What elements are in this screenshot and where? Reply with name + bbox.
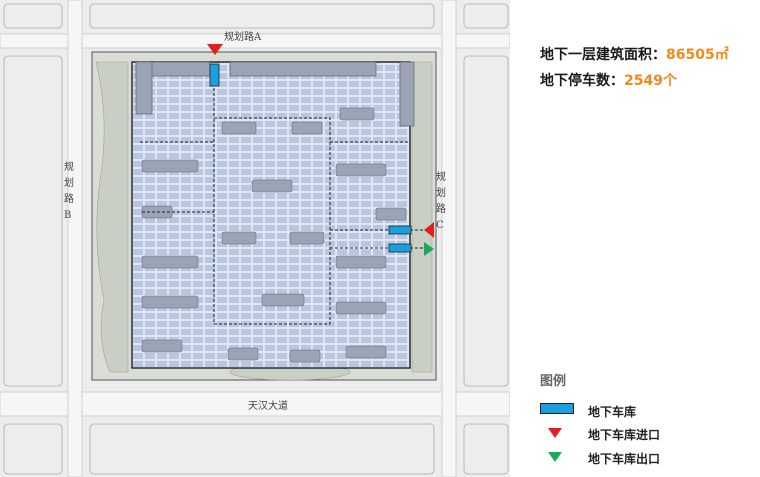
parking-count-value: 2549个 <box>624 73 677 89</box>
legend-item-garage <box>540 403 574 414</box>
legend-label-exit: 地下车库出口 <box>588 452 661 466</box>
legend-title: 图例 <box>540 374 567 389</box>
parking-count-stat: 地下停车数：2549个 <box>540 70 677 90</box>
exit-east-icon <box>424 242 434 256</box>
parking-count-label: 地下停车数： <box>540 73 624 89</box>
garage-ramp-east-1 <box>388 225 412 235</box>
svg-text:划: 划 <box>436 186 446 199</box>
legend-item-exit <box>548 451 562 463</box>
garage-swatch-icon <box>540 403 574 414</box>
road-label-left: 规 划 路 B <box>64 160 74 221</box>
svg-text:划: 划 <box>64 176 74 189</box>
svg-text:规: 规 <box>436 170 446 183</box>
road-label-bottom: 天汉大道 <box>248 399 288 412</box>
garage-ramp-north <box>209 63 220 87</box>
svg-text:路: 路 <box>436 202 446 215</box>
road-tianhan <box>0 391 510 417</box>
road-b <box>67 0 83 477</box>
svg-text:规: 规 <box>64 160 74 173</box>
legend-label-garage: 地下车库 <box>588 405 637 419</box>
floor-area-label: 地下一层建筑面积： <box>540 47 666 63</box>
garage-ramp-east-2 <box>388 243 412 253</box>
road-a <box>0 33 510 49</box>
entrance-triangle-icon <box>548 428 562 438</box>
svg-text:路: 路 <box>64 192 74 205</box>
svg-text:B: B <box>64 210 71 221</box>
svg-text:C: C <box>436 220 444 231</box>
floor-area-value: 86505㎡ <box>666 47 729 63</box>
legend-item-entrance <box>548 427 562 439</box>
entrance-east-icon <box>424 222 434 238</box>
legend-label-entrance: 地下车库进口 <box>588 428 661 442</box>
exit-triangle-icon <box>548 452 562 462</box>
road-c <box>441 0 457 477</box>
site-plan: 规划路A 规 划 路 B 规 划 路 C 天汉大道 <box>0 0 510 477</box>
entrance-north-icon <box>207 44 223 55</box>
floor-area-stat: 地下一层建筑面积：86505㎡ <box>540 44 729 64</box>
road-label-right: 规 划 路 C <box>436 170 446 231</box>
road-label-top: 规划路A <box>224 30 262 43</box>
